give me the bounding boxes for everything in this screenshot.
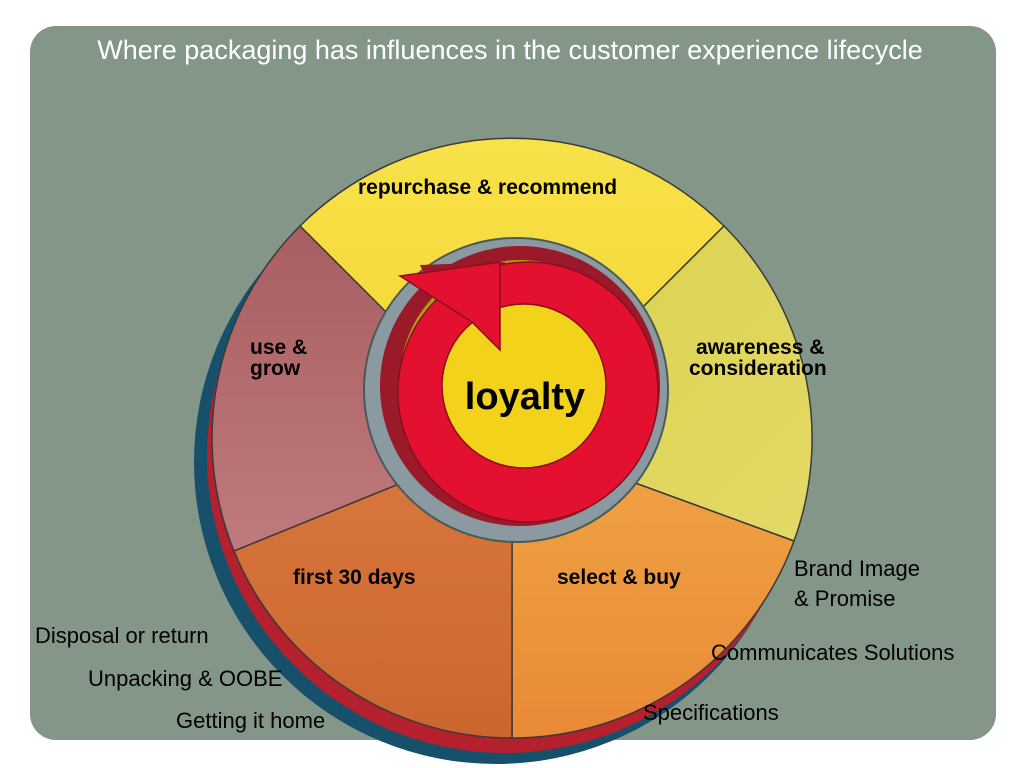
note-getting-home: Getting it home xyxy=(176,708,326,733)
label-use-line2: grow xyxy=(250,357,301,380)
note-brand-line1: Brand Image xyxy=(794,556,920,581)
label-repurchase: repurchase & recommend xyxy=(358,176,618,199)
note-unpacking: Unpacking & OOBE xyxy=(88,666,283,691)
label-select: select & buy xyxy=(557,566,681,589)
label-awareness-line1: awareness & xyxy=(696,336,825,359)
loyalty-arrow xyxy=(397,261,659,523)
note-specifications: Specifications xyxy=(643,700,779,725)
loyalty-label: loyalty xyxy=(464,376,586,418)
note-disposal: Disposal or return xyxy=(35,623,209,648)
note-brand-line2: & Promise xyxy=(794,586,896,611)
segment-use xyxy=(211,224,514,552)
label-awareness-line2: consideration xyxy=(689,357,827,380)
label-first30: first 30 days xyxy=(293,566,416,589)
page-title: Where packaging has influences in the cu… xyxy=(97,35,923,65)
label-use-line1: use & xyxy=(250,336,308,359)
note-communicates: Communicates Solutions xyxy=(711,640,955,665)
